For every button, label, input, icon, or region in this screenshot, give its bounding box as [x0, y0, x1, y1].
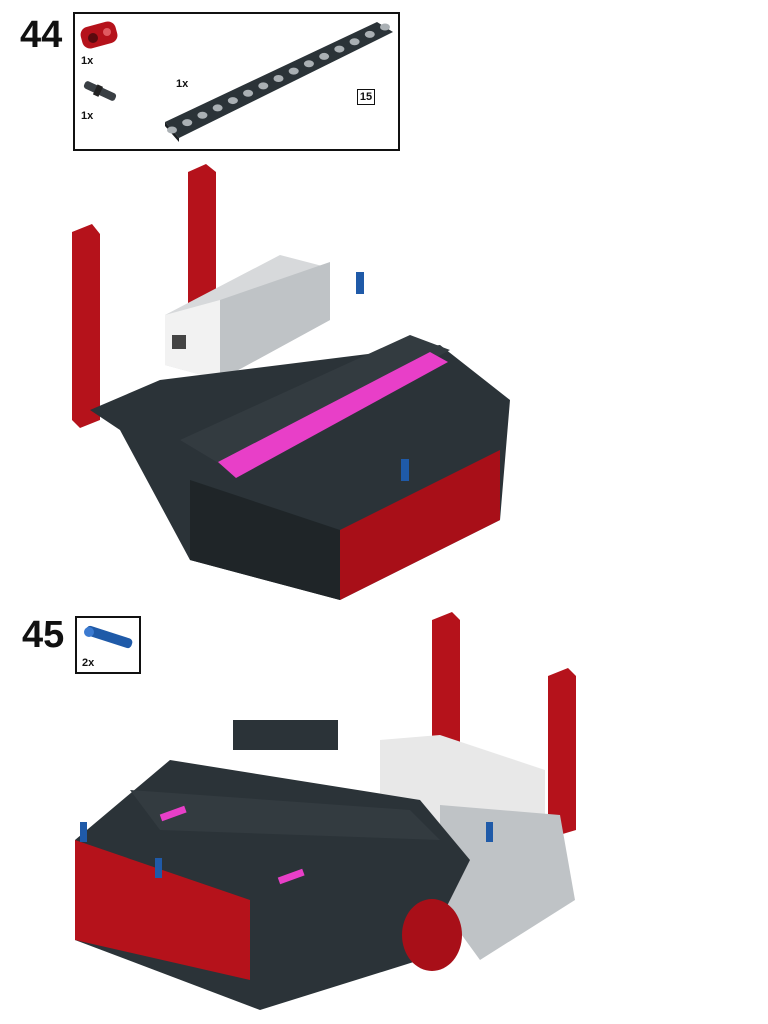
parts-illustration: [80, 21, 393, 142]
beam-hole: [258, 82, 269, 90]
parts-list-box: 1x 1x 1x 15: [73, 12, 400, 151]
beam-hole: [243, 89, 254, 97]
part-qty-axle-pin: 1x: [81, 110, 94, 122]
blue-pins: [356, 272, 409, 481]
beam-hole: [288, 67, 299, 75]
magenta-beam: [218, 352, 448, 478]
red-axle-connector-icon: [80, 21, 118, 49]
beam-hole: [212, 104, 223, 112]
beam-hole: [380, 23, 390, 31]
beam-hole: [197, 111, 208, 119]
beam-hole: [273, 75, 284, 82]
beam-holes: [167, 23, 390, 134]
part-qty-blue-pin: 2x: [82, 657, 95, 669]
beam-length-badge: 15: [357, 89, 375, 105]
step-number: 44: [20, 14, 63, 56]
blue-axle-pin-icon: [84, 625, 133, 649]
beam-hole: [303, 60, 314, 68]
motor-brick: [165, 255, 330, 380]
beam-hole: [334, 45, 345, 53]
gray-axle-pin-icon: [83, 81, 117, 101]
part-qty-connector: 1x: [81, 55, 94, 67]
step-number: 45: [22, 614, 65, 656]
beam-hole: [349, 38, 360, 46]
step-45-assembly-illustration: [75, 612, 576, 1010]
beam-hole: [364, 30, 375, 38]
beam-hole: [182, 119, 193, 127]
beam-hole: [167, 126, 177, 134]
part-qty-beam: 1x: [176, 78, 189, 90]
dark-frame: [90, 335, 510, 600]
beam-hole: [227, 97, 238, 105]
parts-list-box: 2x: [75, 616, 141, 674]
beam-hole: [319, 52, 330, 60]
